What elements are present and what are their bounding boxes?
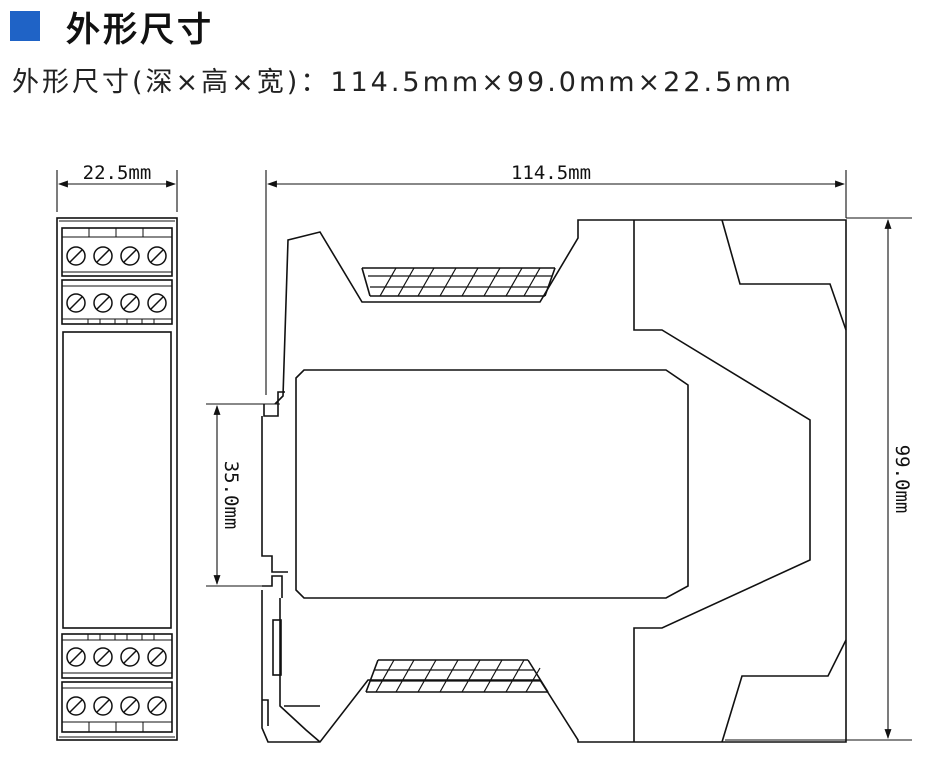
vent-hatching-bottom — [370, 659, 541, 693]
rail-height-label: 35.0mm — [220, 461, 242, 530]
title-row: 外形尺寸 — [10, 4, 214, 50]
terminal-screws — [66, 246, 167, 716]
side-height-label: 99.0mm — [891, 445, 913, 514]
screw-row-2 — [66, 293, 167, 313]
side-depth-label: 114.5mm — [511, 162, 591, 184]
screw-row-1 — [66, 246, 167, 266]
dimensions-summary: 外形尺寸(深×高×宽)：114.5mm×99.0mm×22.5mm — [12, 67, 794, 98]
side-view — [206, 170, 912, 743]
screw-row-3 — [66, 647, 167, 667]
front-view — [56, 170, 178, 741]
vent-hatching-top — [368, 267, 552, 297]
page-title: 外形尺寸 — [66, 9, 214, 50]
screw-row-4 — [66, 696, 167, 716]
front-width-label: 22.5mm — [83, 162, 152, 184]
title-square-icon — [10, 11, 40, 41]
